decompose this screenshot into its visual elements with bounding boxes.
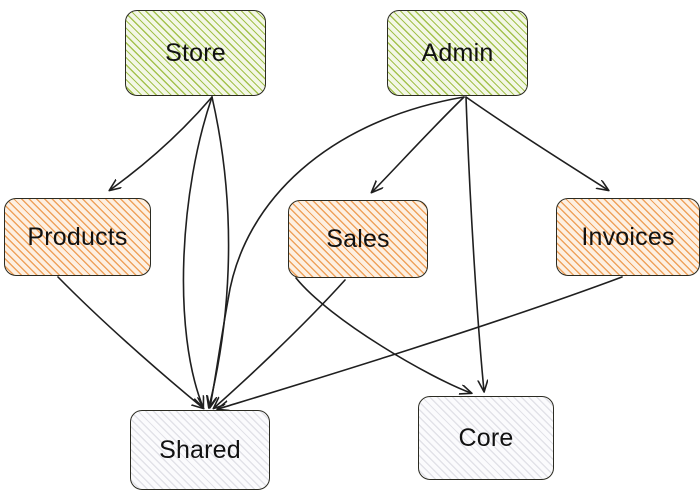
node-products-label: Products	[27, 222, 128, 251]
edge-sales-to-core	[295, 277, 471, 393]
node-sales[interactable]: Sales	[288, 200, 428, 278]
edge-sales-to-shared	[214, 279, 346, 408]
node-core-label: Core	[458, 423, 514, 452]
edge-admin-to-shared	[210, 96, 465, 407]
node-core[interactable]: Core	[418, 396, 554, 480]
edge-store-to-products	[110, 96, 213, 190]
edge-invoices-to-shared	[218, 276, 623, 409]
node-admin-label: Admin	[421, 38, 494, 67]
node-sales-label: Sales	[326, 224, 390, 253]
node-store-label: Store	[165, 38, 226, 67]
node-products[interactable]: Products	[4, 198, 151, 276]
edge-group	[57, 96, 623, 409]
edge-products-to-shared	[57, 276, 203, 408]
edge-store-to-shared	[182, 96, 213, 407]
edge-admin-to-invoices	[465, 96, 608, 190]
edge-admin-to-sales	[372, 96, 465, 192]
edge-admin-to-core	[465, 96, 484, 391]
edge-store-to-shared	[209, 96, 230, 407]
node-shared[interactable]: Shared	[130, 410, 270, 490]
node-invoices[interactable]: Invoices	[556, 198, 700, 276]
node-invoices-label: Invoices	[581, 222, 675, 251]
node-store[interactable]: Store	[125, 10, 266, 96]
node-admin[interactable]: Admin	[387, 10, 528, 96]
node-shared-label: Shared	[159, 435, 241, 464]
